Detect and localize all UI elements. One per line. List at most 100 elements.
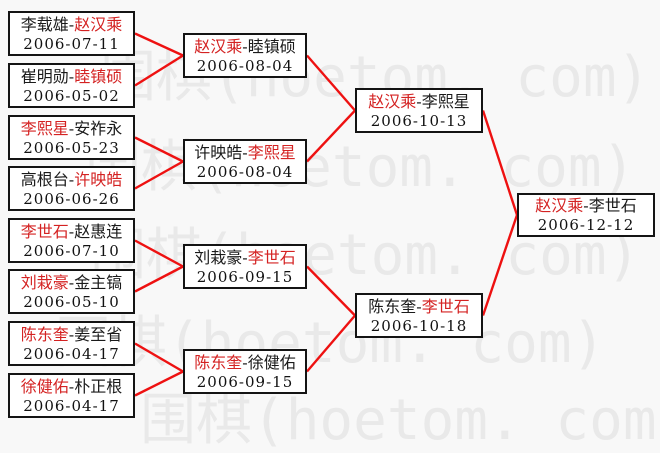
player-name: 朴正根 bbox=[74, 376, 123, 396]
player-name: 许映皓 bbox=[74, 169, 123, 189]
connector-line bbox=[134, 370, 184, 397]
connector-line bbox=[481, 214, 519, 316]
watermark-text: 围棋(hoetom. com) bbox=[140, 388, 660, 453]
match-players: 高根台-许映皓 bbox=[10, 170, 133, 190]
connector-line bbox=[306, 109, 356, 163]
match-date: 2006-08-04 bbox=[196, 56, 294, 75]
player-name: 陈东奎 bbox=[20, 324, 69, 344]
players-separator: - bbox=[68, 221, 75, 241]
player-name: 徐健佑 bbox=[20, 376, 69, 396]
match-date: 2006-08-04 bbox=[196, 162, 294, 181]
match-players: 赵汉乘-睦镇硕 bbox=[185, 37, 305, 57]
match-date: 2006-07-11 bbox=[23, 34, 120, 53]
match-players: 徐健佑-朴正根 bbox=[10, 377, 133, 397]
match-players: 李世石-赵惠连 bbox=[10, 222, 133, 242]
match-players: 刘栽豪-金主镐 bbox=[10, 273, 133, 293]
match-date: 2006-09-15 bbox=[196, 267, 294, 286]
player-name: 高根台 bbox=[20, 169, 69, 189]
player-name: 陈东奎 bbox=[194, 352, 243, 372]
player-name: 徐健佑 bbox=[247, 352, 296, 372]
connector-line bbox=[134, 265, 184, 293]
player-name: 李熙星 bbox=[421, 91, 470, 111]
player-name: 李世石 bbox=[20, 221, 69, 241]
player-name: 赵汉乘 bbox=[74, 14, 123, 34]
watermark-text: 围棋(hoetom. com) bbox=[55, 311, 606, 376]
match-players: 赵汉乘-李熙星 bbox=[357, 92, 481, 112]
connector-line bbox=[481, 110, 519, 216]
player-name: 安祚永 bbox=[74, 118, 123, 138]
player-name: 睦镇硕 bbox=[74, 66, 123, 86]
player-name: 睦镇硕 bbox=[247, 36, 296, 56]
player-name: 崔明勋 bbox=[20, 66, 69, 86]
players-separator: - bbox=[68, 272, 75, 292]
match-date: 2006-10-18 bbox=[370, 316, 468, 335]
player-name: 赵汉乘 bbox=[194, 36, 243, 56]
player-name: 金主镐 bbox=[74, 272, 123, 292]
bracket-canvas: 围棋(hoetom. com)围棋(hoetom. com)围棋(hoetom.… bbox=[8, 11, 660, 449]
player-name: 姜至省 bbox=[74, 324, 123, 344]
match-players: 崔明勋-睦镇硕 bbox=[10, 67, 133, 87]
players-separator: - bbox=[583, 196, 589, 215]
match-date: 2006-06-26 bbox=[23, 189, 120, 208]
player-name: 李载雄 bbox=[20, 14, 69, 34]
connector-line bbox=[134, 136, 184, 163]
player-name: 李世石 bbox=[588, 196, 637, 215]
player-name: 赵惠连 bbox=[74, 221, 123, 241]
connector-line bbox=[306, 265, 356, 317]
players-separator: - bbox=[68, 324, 75, 344]
match-players: 李熙星-安祚永 bbox=[10, 119, 133, 139]
watermark-text: 围棋(hoetom. com) bbox=[85, 135, 636, 200]
connector-line bbox=[134, 342, 184, 373]
connector-line bbox=[306, 314, 356, 373]
match-players: 陈东奎-姜至省 bbox=[10, 325, 133, 345]
match-date: 2006-05-02 bbox=[23, 86, 120, 105]
match-players: 许映皓-李熙星 bbox=[185, 143, 305, 163]
match-date: 2006-12-12 bbox=[537, 216, 635, 234]
player-name: 李世石 bbox=[247, 247, 296, 267]
players-separator: - bbox=[68, 169, 75, 189]
player-name: 赵汉乘 bbox=[368, 91, 417, 111]
match-date: 2006-09-15 bbox=[196, 372, 294, 391]
connector-line bbox=[306, 54, 356, 112]
players-separator: - bbox=[242, 142, 248, 162]
players-separator: - bbox=[68, 118, 75, 138]
match-players: 刘栽豪-李世石 bbox=[185, 248, 305, 268]
match-date: 2006-05-23 bbox=[23, 138, 120, 157]
match-players: 李载雄-赵汉乘 bbox=[10, 15, 133, 35]
match-date: 2006-05-10 bbox=[23, 292, 120, 311]
connector-line bbox=[134, 160, 184, 190]
player-name: 李世石 bbox=[421, 296, 470, 316]
match-date: 2006-10-13 bbox=[370, 111, 468, 130]
match-players: 陈东奎-李世石 bbox=[357, 297, 481, 317]
match-players: 赵汉乘-李世石 bbox=[519, 196, 653, 216]
players-separator: - bbox=[242, 36, 248, 56]
match-date: 2006-04-17 bbox=[23, 396, 120, 415]
player-name: 李熙星 bbox=[20, 118, 69, 138]
player-name: 李熙星 bbox=[247, 142, 296, 162]
connector-line bbox=[134, 54, 184, 87]
match-players: 陈东奎-徐健佑 bbox=[185, 353, 305, 373]
player-name: 刘栽豪 bbox=[194, 247, 243, 267]
player-name: 许映皓 bbox=[194, 142, 243, 162]
players-separator: - bbox=[68, 376, 75, 396]
players-separator: - bbox=[242, 247, 248, 267]
players-separator: - bbox=[242, 352, 248, 372]
players-separator: - bbox=[416, 296, 422, 316]
connector-line bbox=[134, 239, 184, 268]
match-date: 2006-07-10 bbox=[23, 241, 120, 260]
